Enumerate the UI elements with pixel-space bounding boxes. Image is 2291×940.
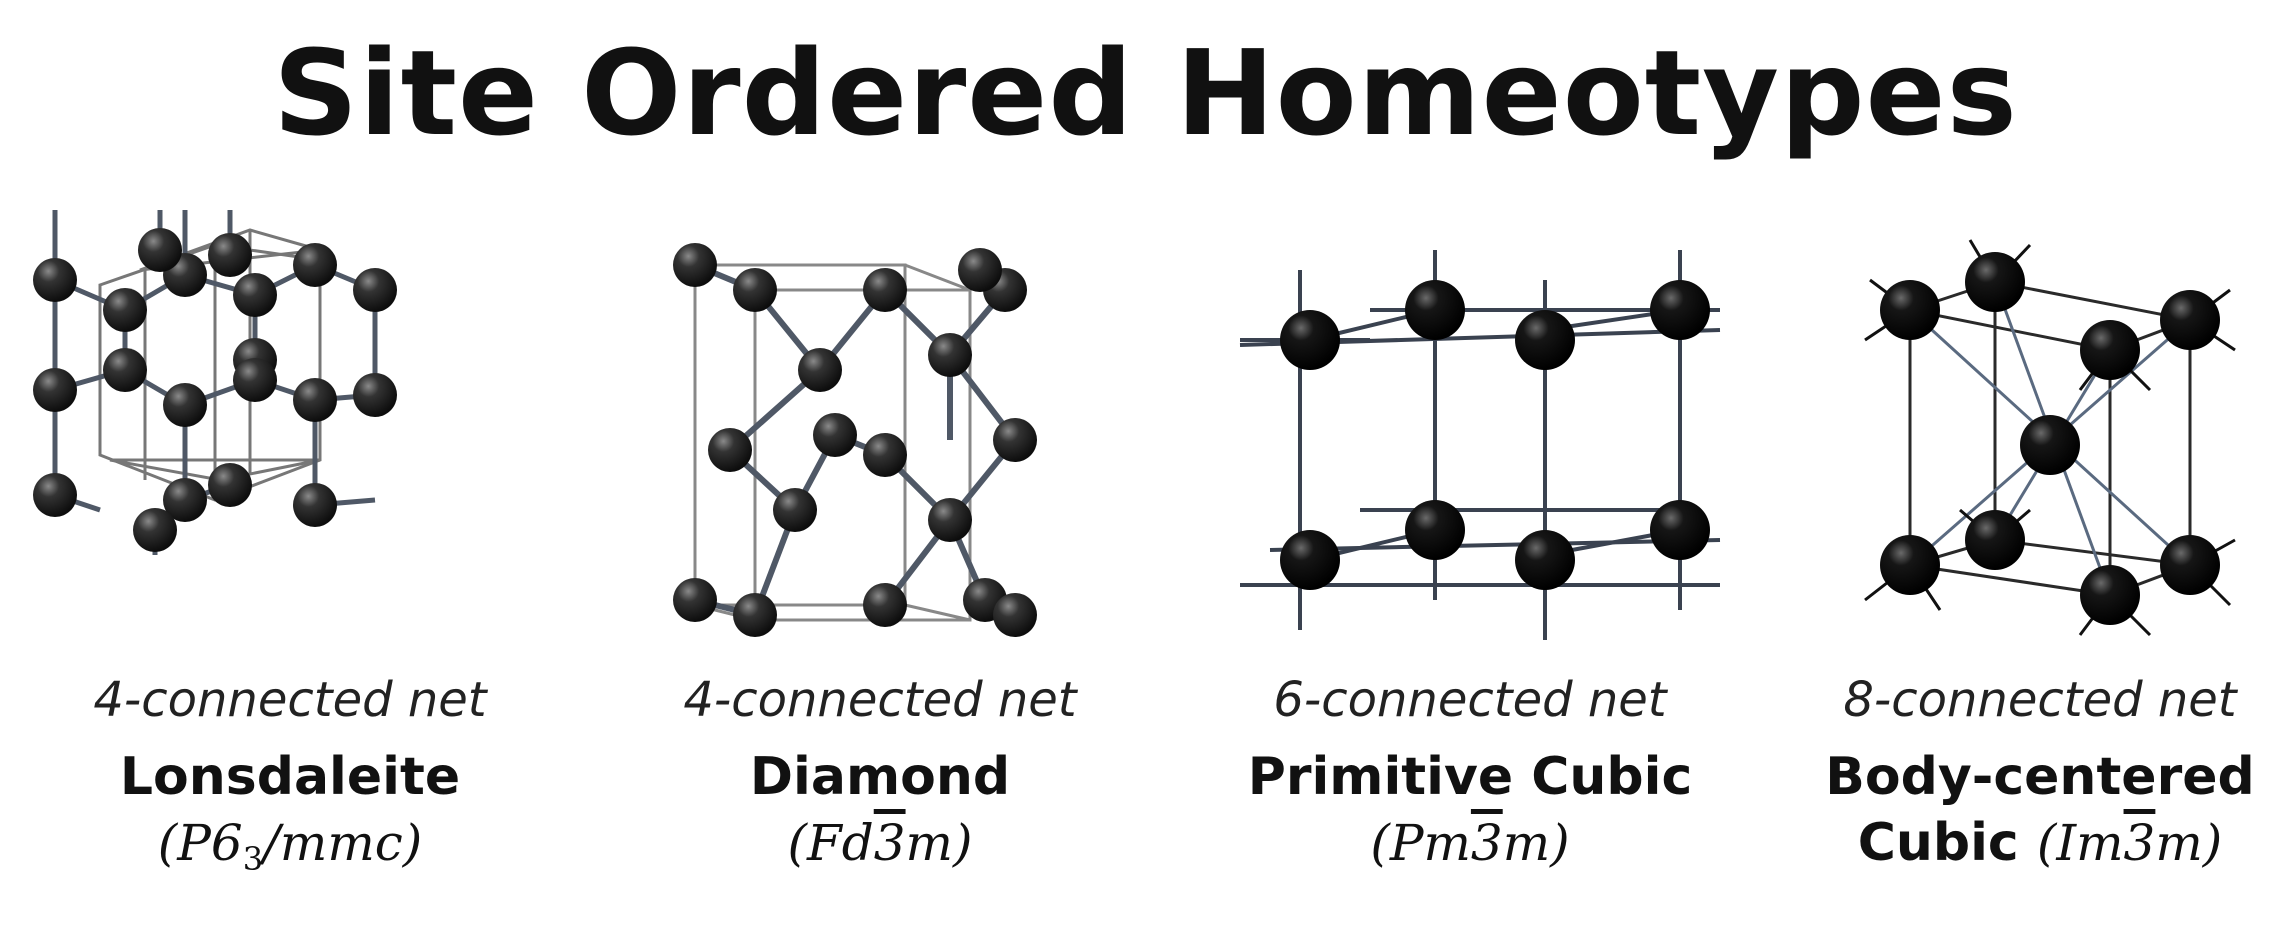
atoms — [673, 243, 1037, 637]
structure-name-line2: Cubic (Im3m) — [1857, 813, 2223, 873]
structure-name: Body-centered — [1825, 747, 2255, 807]
panel-lonsdaleite: 4-connected net Lonsdaleite (P63/mmc) — [30, 210, 550, 920]
atoms — [1280, 280, 1710, 590]
connectivity-label: 8-connected net — [1843, 672, 2237, 728]
caption-lonsdaleite: 4-connected net Lonsdaleite (P63/mmc) — [30, 670, 550, 892]
space-group: (Fd3m) — [787, 814, 973, 872]
space-group: (Im3m) — [2036, 814, 2223, 872]
atoms — [1880, 252, 2220, 625]
connectivity-label: 6-connected net — [1273, 672, 1667, 728]
diamond-structure — [673, 243, 1037, 637]
panel-body-centered-cubic: 8-connected net Body-centered Cubic (Im3… — [1780, 210, 2291, 920]
structure-name: Primitive Cubic — [1247, 747, 1693, 807]
primitive-cubic-structure — [1239, 250, 1721, 640]
space-group: (Pm3m) — [1370, 814, 1570, 872]
panel-primitive-cubic: 6-connected net Primitive Cubic (Pm3m) — [1210, 210, 1730, 920]
lonsdaleite-structure — [33, 210, 397, 555]
caption-primitive-cubic: 6-connected net Primitive Cubic (Pm3m) — [1210, 670, 1730, 876]
caption-body-centered-cubic: 8-connected net Body-centered Cubic (Im3… — [1780, 670, 2291, 876]
structure-name: Diamond — [749, 747, 1011, 807]
panel-diamond: 4-connected net Diamond (Fd3m) — [620, 210, 1140, 920]
page-title: Site Ordered Homeotypes — [273, 24, 2018, 162]
structure-name: Lonsdaleite — [119, 747, 461, 807]
bcc-structure — [1864, 239, 2236, 637]
connectivity-label: 4-connected net — [93, 672, 487, 728]
caption-diamond: 4-connected net Diamond (Fd3m) — [620, 670, 1140, 876]
space-group: (P63/mmc) — [157, 814, 423, 878]
atoms — [33, 228, 397, 552]
connectivity-label: 4-connected net — [683, 672, 1077, 728]
